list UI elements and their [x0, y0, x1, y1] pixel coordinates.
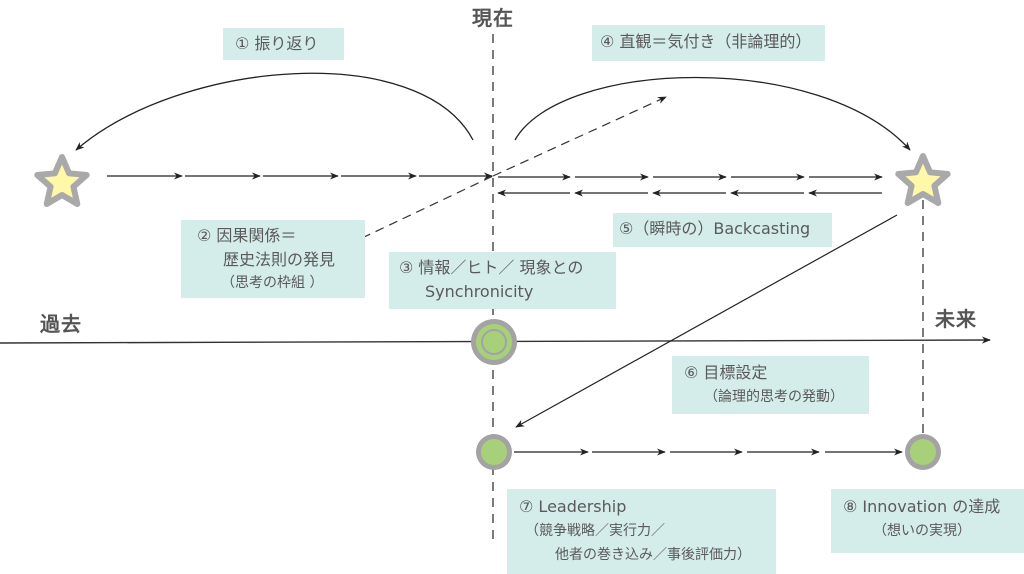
step-1-title: ① 振り返り: [235, 34, 319, 53]
step-7-title: ⑦ Leadership: [519, 497, 627, 516]
present-sync-node: [471, 319, 517, 365]
future-innovation-node: [905, 434, 941, 470]
future-star-icon: [895, 153, 951, 206]
step-2-line-2: 歴史法則の発見: [223, 250, 336, 269]
future-label: 未来: [935, 307, 977, 331]
reflection-curve-arrow: [75, 72, 474, 151]
step-7-line-3: 他者の巻き込み／事後評価力）: [555, 547, 751, 563]
present-leadership-node: [476, 434, 512, 470]
step-2-line-3: （思考の枠組 ）: [221, 275, 324, 291]
step-3-title: ③ 情報／ヒト／ 現象との: [399, 258, 584, 277]
past-label: 過去: [40, 312, 82, 336]
step-7-line-2: （競争戦略／実行力／: [525, 523, 665, 539]
step-5-backcasting-box: ⑤（瞬時の）Backcasting: [613, 213, 832, 247]
causal-dashed-line: [361, 175, 494, 239]
step-6-title: ⑥ 目標設定: [684, 363, 768, 382]
goal-setting-arrow: [515, 214, 898, 428]
step-6-goal-setting-box: ⑥ 目標設定 （論理的思考の発動）: [672, 356, 869, 414]
step-3-synchronicity-box: ③ 情報／ヒト／ 現象との Synchronicity: [389, 252, 616, 309]
insight-dashed-arrow: [492, 96, 667, 177]
step-8-innovation-box: ⑧ Innovation の達成 （想いの実現）: [831, 489, 1024, 553]
present-label: 現在: [472, 6, 514, 30]
step-5-title: ⑤（瞬時の）Backcasting: [619, 219, 811, 238]
step-3-line-2: Synchronicity: [425, 282, 534, 301]
step-8-line-2: （想いの実現）: [873, 523, 971, 539]
intuition-curve-arrow: [514, 76, 911, 151]
step-8-title: ⑧ Innovation の達成: [843, 497, 1001, 516]
step-2-title: ② 因果関係＝: [197, 226, 297, 245]
step-4-intuition-box: ④ 直観＝気付き（非論理的）: [592, 25, 825, 61]
step-2-causality-box: ② 因果関係＝ 歴史法則の発見 （思考の枠組 ）: [181, 220, 365, 298]
step-1-reflection-box: ① 振り返り: [223, 28, 344, 60]
past-star-icon: [34, 154, 90, 207]
step-7-leadership-box: ⑦ Leadership （競争戦略／実行力／ 他者の巻き込み／事後評価力）: [507, 489, 776, 574]
step-4-title: ④ 直観＝気付き（非論理的）: [600, 32, 812, 51]
step-6-line-2: （論理的思考の発動）: [704, 389, 844, 405]
